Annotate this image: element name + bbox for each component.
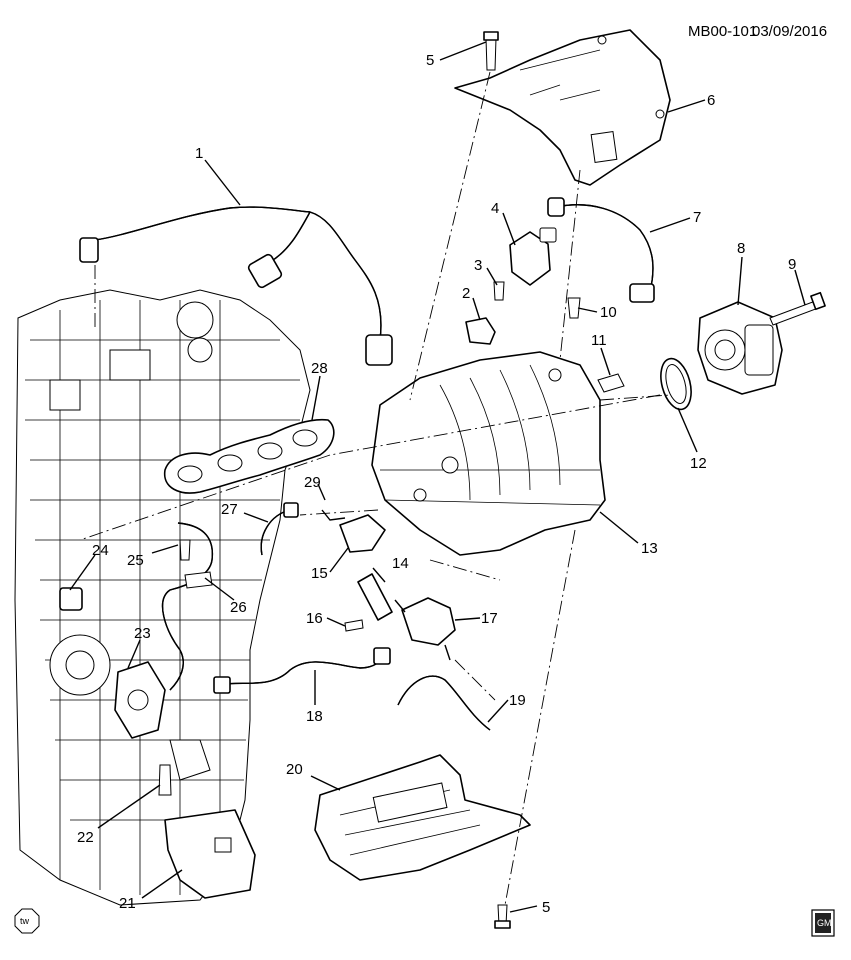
part-21-cover bbox=[164, 809, 256, 899]
callout-27: 27 bbox=[221, 501, 238, 518]
callout-17: 17 bbox=[481, 610, 498, 627]
part-7-hose bbox=[547, 197, 655, 303]
callout-3: 3 bbox=[474, 257, 482, 274]
part-25-bolt bbox=[179, 539, 191, 561]
part-17-actuator bbox=[394, 597, 456, 661]
part-2-sensor bbox=[465, 317, 496, 345]
tw-badge: tw bbox=[14, 908, 40, 934]
callout-2: 2 bbox=[462, 285, 470, 302]
callout-5-top: 5 bbox=[426, 52, 434, 69]
part-10-stud bbox=[567, 297, 581, 319]
part-4-solenoid bbox=[509, 227, 557, 286]
callout-28: 28 bbox=[311, 360, 328, 377]
callout-11: 11 bbox=[591, 332, 607, 349]
callout-9: 9 bbox=[788, 256, 796, 273]
part-16-bolt bbox=[344, 619, 364, 632]
callout-8: 8 bbox=[737, 240, 745, 257]
callout-18: 18 bbox=[306, 708, 323, 725]
callout-22: 22 bbox=[77, 829, 94, 846]
callout-12: 12 bbox=[690, 455, 707, 472]
part-20-lower-cover bbox=[314, 754, 531, 881]
document-date: 03/09/2016 bbox=[752, 23, 827, 40]
callout-13: 13 bbox=[641, 540, 658, 557]
callout-24: 24 bbox=[92, 542, 109, 559]
part-23-fuel-pump bbox=[114, 661, 166, 739]
part-9-bolt bbox=[769, 291, 826, 326]
part-27-hose bbox=[260, 502, 299, 556]
callout-10: 10 bbox=[600, 304, 617, 321]
part-12-seal bbox=[660, 357, 692, 411]
leader-lines bbox=[69, 41, 806, 913]
callout-7: 7 bbox=[693, 209, 701, 226]
callout-26: 26 bbox=[230, 599, 247, 616]
callout-20: 20 bbox=[286, 761, 303, 778]
document-id: MB00-101 bbox=[688, 23, 757, 40]
callout-5-bottom: 5 bbox=[542, 899, 550, 916]
part-5-bolt-bottom bbox=[494, 904, 511, 929]
part-13-intake-manifold bbox=[371, 351, 606, 556]
part-19-hose bbox=[397, 675, 491, 731]
part-29-hose bbox=[321, 509, 346, 521]
part-22-bolt bbox=[158, 764, 172, 796]
callout-14: 14 bbox=[392, 555, 409, 572]
part-6-engine-cover bbox=[454, 29, 671, 186]
part-15-valve bbox=[339, 514, 386, 553]
part-5-bolt-top bbox=[483, 31, 499, 71]
part-3-bolt bbox=[493, 281, 505, 301]
callout-25: 25 bbox=[127, 552, 144, 569]
alignment-lines bbox=[79, 71, 671, 906]
callout-4: 4 bbox=[491, 200, 499, 217]
tw-badge-text: tw bbox=[20, 916, 30, 926]
part-26-fuel-line bbox=[161, 522, 214, 691]
callout-1: 1 bbox=[195, 145, 203, 162]
gm-logo: GM bbox=[811, 909, 835, 937]
callout-19: 19 bbox=[509, 692, 526, 709]
part-1-wiring-harness bbox=[79, 206, 393, 366]
part-24-sensor bbox=[59, 587, 83, 611]
callout-23: 23 bbox=[134, 625, 151, 642]
gm-logo-text: GM bbox=[817, 918, 832, 928]
part-28-intake-gasket bbox=[164, 418, 335, 494]
part-8-throttle-body bbox=[697, 301, 783, 395]
callout-15: 15 bbox=[311, 565, 328, 582]
part-14-bracket bbox=[357, 573, 393, 621]
part-11-bolt bbox=[597, 373, 625, 393]
callout-16: 16 bbox=[306, 610, 323, 627]
callout-29: 29 bbox=[304, 474, 321, 491]
callout-6: 6 bbox=[707, 92, 715, 109]
callout-21: 21 bbox=[119, 895, 136, 912]
callout-labels: 1 2 3 4 5 6 7 8 9 10 11 12 13 14 15 16 1… bbox=[77, 52, 796, 916]
part-18-hose bbox=[213, 647, 391, 694]
